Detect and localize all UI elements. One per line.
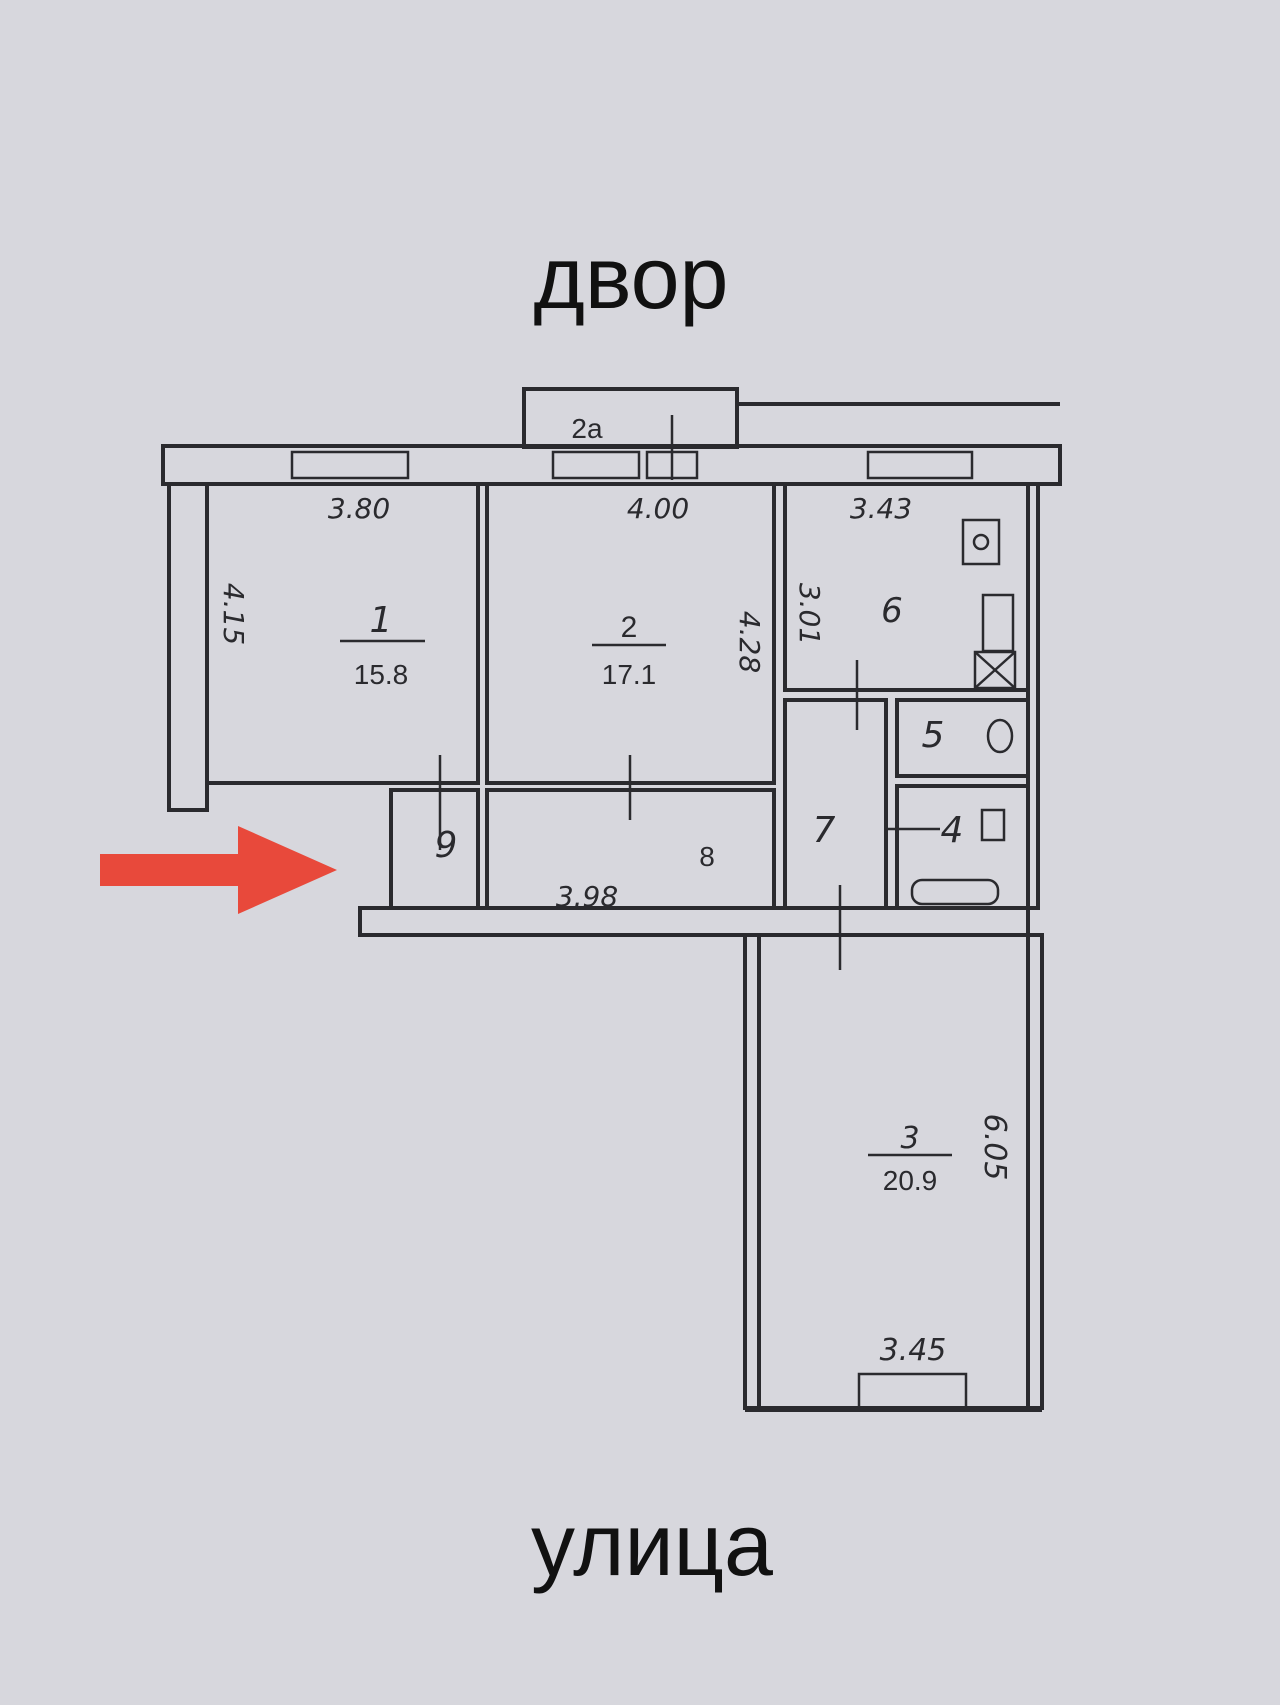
svg-text:8: 8 [699, 841, 715, 872]
window [551, 450, 641, 480]
window [866, 450, 974, 480]
room-5 [895, 698, 1030, 778]
svg-text:2: 2 [621, 611, 638, 644]
svg-text:3.01: 3.01 [793, 583, 826, 645]
toilet [986, 718, 1014, 754]
svg-text:3.45: 3.45 [880, 1333, 947, 1368]
svg-text:15.8: 15.8 [354, 659, 409, 690]
label-street: улица [531, 1495, 773, 1594]
entrance-arrow-icon [100, 826, 337, 914]
window [290, 450, 410, 480]
balcony-2a [522, 387, 739, 449]
svg-text:3.80: 3.80 [328, 492, 390, 525]
svg-text:4.15: 4.15 [217, 583, 250, 645]
svg-text:6.05: 6.05 [977, 1114, 1012, 1181]
svg-text:1: 1 [370, 600, 393, 641]
room-labels: 1 15.8 2 17.1 3 20.9 4 5 6 7 8 9 2a [340, 413, 963, 1196]
svg-text:7: 7 [813, 810, 836, 851]
room-7 [783, 698, 888, 910]
window [857, 1372, 968, 1412]
svg-text:3.98: 3.98 [556, 880, 618, 913]
dimension-labels: 3.80 4.00 3.43 3.98 3.45 4.15 4.28 3.01 … [217, 492, 1012, 1368]
label-courtyard: двор [534, 228, 729, 327]
svg-text:4: 4 [941, 810, 964, 851]
svg-text:3.43: 3.43 [850, 492, 912, 525]
svg-text:2a: 2a [571, 413, 603, 444]
svg-text:3: 3 [900, 1121, 919, 1156]
svg-text:5: 5 [922, 715, 945, 756]
bathtub [910, 878, 1000, 906]
stove [961, 518, 1001, 566]
walls [161, 387, 1062, 1412]
svg-text:17.1: 17.1 [602, 659, 657, 690]
room-1 [205, 482, 480, 785]
svg-text:4.28: 4.28 [733, 611, 766, 673]
svg-text:20.9: 20.9 [883, 1165, 938, 1196]
svg-text:6: 6 [881, 591, 903, 631]
svg-text:4.00: 4.00 [627, 492, 689, 525]
svg-text:9: 9 [435, 825, 458, 866]
